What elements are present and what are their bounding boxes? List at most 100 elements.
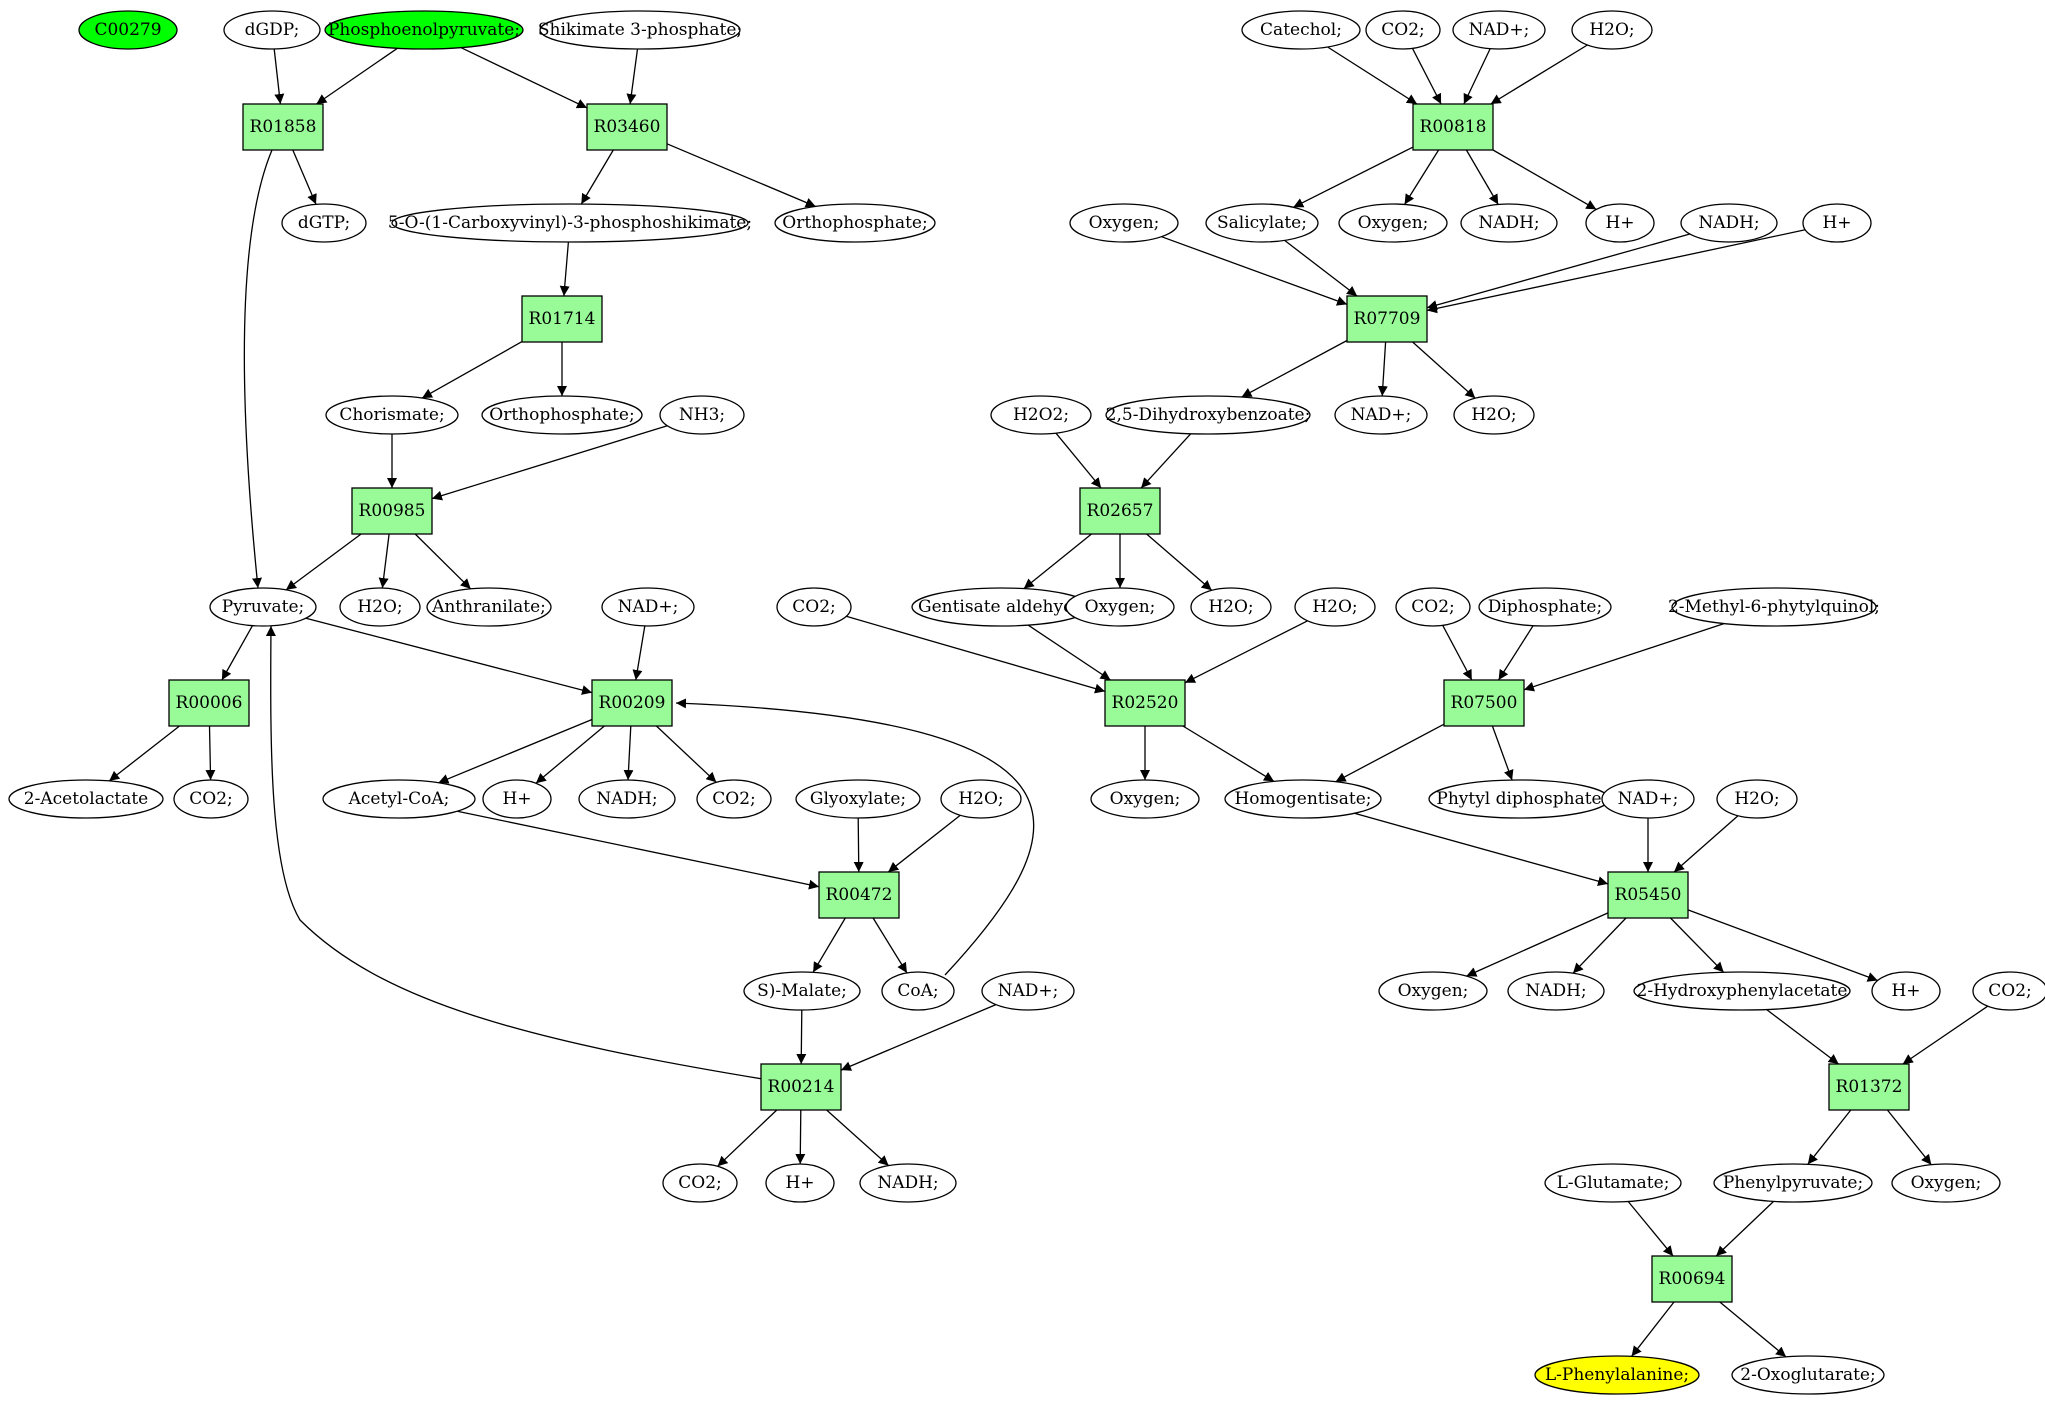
node-label: H2O; (1471, 405, 1516, 425)
node-label: H2O; (1208, 597, 1253, 617)
reaction-node-r00472: R00472 (818, 871, 900, 919)
compound-node-coa: CoA; (881, 971, 955, 1011)
reaction-node-r01372: R01372 (1828, 1063, 1910, 1111)
compound-node-oxygen: Oxygen; (1378, 971, 1488, 1011)
compound-node-orthophosphate: Orthophosphate; (481, 395, 643, 435)
edge-diphosphate-to-r07500 (1498, 625, 1534, 681)
compound-ellipse (1241, 10, 1361, 50)
edge-catechol-to-r00818 (1327, 46, 1418, 105)
node-label: NADH; (596, 789, 657, 809)
compound-ellipse (601, 587, 695, 627)
edge-dgdp-to-r01858 (273, 48, 285, 105)
compound-node-l-phenylalanine: L-Phenylalanine; (1534, 1355, 1700, 1395)
edge-r00209-to-h (535, 725, 605, 784)
node-label: NADH; (1525, 981, 1586, 1001)
node-label: CO2; (1988, 981, 2032, 1001)
compound-node-h: H+ (482, 779, 552, 819)
reaction-box (1412, 103, 1494, 151)
reaction-node-r03460: R03460 (586, 103, 668, 151)
compound-node-h2o: H2O; (339, 587, 421, 627)
compound-ellipse (322, 779, 476, 819)
node-label: CO2; (1411, 597, 1455, 617)
edge-r00472-to-s-malate (812, 917, 846, 973)
compound-ellipse (1571, 10, 1653, 50)
node-label: H+ (1605, 213, 1634, 233)
node-label: R02657 (1087, 501, 1154, 521)
edge-2-methyl-6-phytylquinol-to-r07500 (1523, 622, 1725, 692)
edge-h2o-to-r00472 (887, 814, 961, 873)
node-label: L-Glutamate; (1557, 1173, 1670, 1193)
node-label: R02520 (1112, 693, 1179, 713)
edge-r05450-to-2-hydroxyphenylacetate (1670, 917, 1725, 973)
node-label: H2O; (1589, 20, 1634, 40)
compound-ellipse (1365, 10, 1441, 50)
compound-ellipse (1713, 1163, 1873, 1203)
compound-ellipse (539, 10, 741, 50)
compound-node-h: H+ (1871, 971, 1941, 1011)
node-label: R07709 (1354, 309, 1421, 329)
edge-phosphoenolpyruvate-to-r01858 (316, 47, 398, 105)
edge-nad-to-r00818 (1463, 48, 1491, 105)
node-label: NH3; (679, 405, 725, 425)
reaction-node-r02520: R02520 (1104, 679, 1186, 727)
reaction-node-r00209: R00209 (591, 679, 673, 727)
edge-r00209-to-nadh (623, 725, 634, 781)
compound-ellipse (1544, 1163, 1682, 1203)
compound-ellipse (1334, 395, 1428, 435)
edge-co2-to-r00818 (1411, 48, 1442, 105)
node-label: H2O; (1734, 789, 1779, 809)
compound-ellipse (1338, 203, 1448, 243)
node-label: Phosphoenolpyruvate; (328, 20, 520, 40)
node-label: Orthophosphate; (782, 213, 927, 233)
compound-node-h2o: H2O; (1190, 587, 1272, 627)
edge-r05450-to-h (1687, 909, 1878, 982)
compound-node-co2: CO2; (696, 779, 772, 819)
edges-layer (108, 44, 1989, 1358)
compound-ellipse (1294, 587, 1376, 627)
compound-node-nadh: NADH; (1680, 203, 1778, 243)
node-label: Oxygen; (1911, 1173, 1982, 1193)
compound-node-5-o-1-carboxyvinyl-3-phosphoshikimate: 5-O-(1-Carboxyvinyl)-3-phosphoshikimate; (388, 203, 752, 243)
edge-r05450-to-nadh (1572, 917, 1627, 974)
node-label: NADH; (877, 1173, 938, 1193)
node-label: Pyruvate; (222, 597, 304, 617)
edge-glyoxylate-to-r00472 (853, 817, 864, 873)
node-label: H2O; (1312, 597, 1357, 617)
compound-ellipse (1601, 779, 1695, 819)
edge-r00818-to-h (1492, 149, 1597, 210)
edge-r00214-to-h (795, 1109, 806, 1165)
compound-node-l-glutamate: L-Glutamate; (1544, 1163, 1682, 1203)
node-label: Anthranilate; (431, 597, 546, 617)
edge-h2o-to-r00818 (1490, 44, 1588, 105)
compound-node-h: H+ (765, 1163, 835, 1203)
edge-r00694-to-2-oxoglutarate (1719, 1301, 1787, 1358)
node-label: Homogentisate; (1234, 789, 1371, 809)
reaction-node-r05450: R05450 (1607, 871, 1689, 919)
edge-5-o-1-carboxyvinyl-3-phosphoshikimate-to-r01714 (559, 241, 570, 297)
reaction-box (242, 103, 324, 151)
reaction-box (1346, 295, 1428, 343)
reaction-box (591, 679, 673, 727)
node-label: R05450 (1615, 885, 1682, 905)
node-label: S)-Malate; (757, 981, 847, 1001)
node-label: R00214 (768, 1077, 835, 1097)
compound-node-2-5-dihydroxybenzoate: 2,5-Dihydroxybenzoate; (1105, 395, 1311, 435)
compound-ellipse (1460, 203, 1558, 243)
compound-ellipse (859, 1163, 957, 1203)
node-label: Oxygen; (1110, 789, 1181, 809)
compound-ellipse (1802, 203, 1872, 243)
edge-coa-to-r00209 (675, 698, 1035, 976)
compound-ellipse (1069, 203, 1179, 243)
compound-ellipse (1633, 971, 1851, 1011)
node-label: CO2; (1381, 20, 1425, 40)
edge-pyruvate-to-r00006 (221, 625, 254, 681)
node-label: CO2; (792, 597, 836, 617)
edge-r00818-to-salicylate (1293, 146, 1414, 208)
compound-ellipse (1507, 971, 1605, 1011)
edge-h2o-to-r05450 (1673, 815, 1739, 873)
edge-r00985-to-anthranilate (414, 533, 472, 590)
node-label: NADH; (1478, 213, 1539, 233)
node-label: H+ (502, 789, 531, 809)
node-label: 2-Acetolactate (24, 789, 148, 809)
